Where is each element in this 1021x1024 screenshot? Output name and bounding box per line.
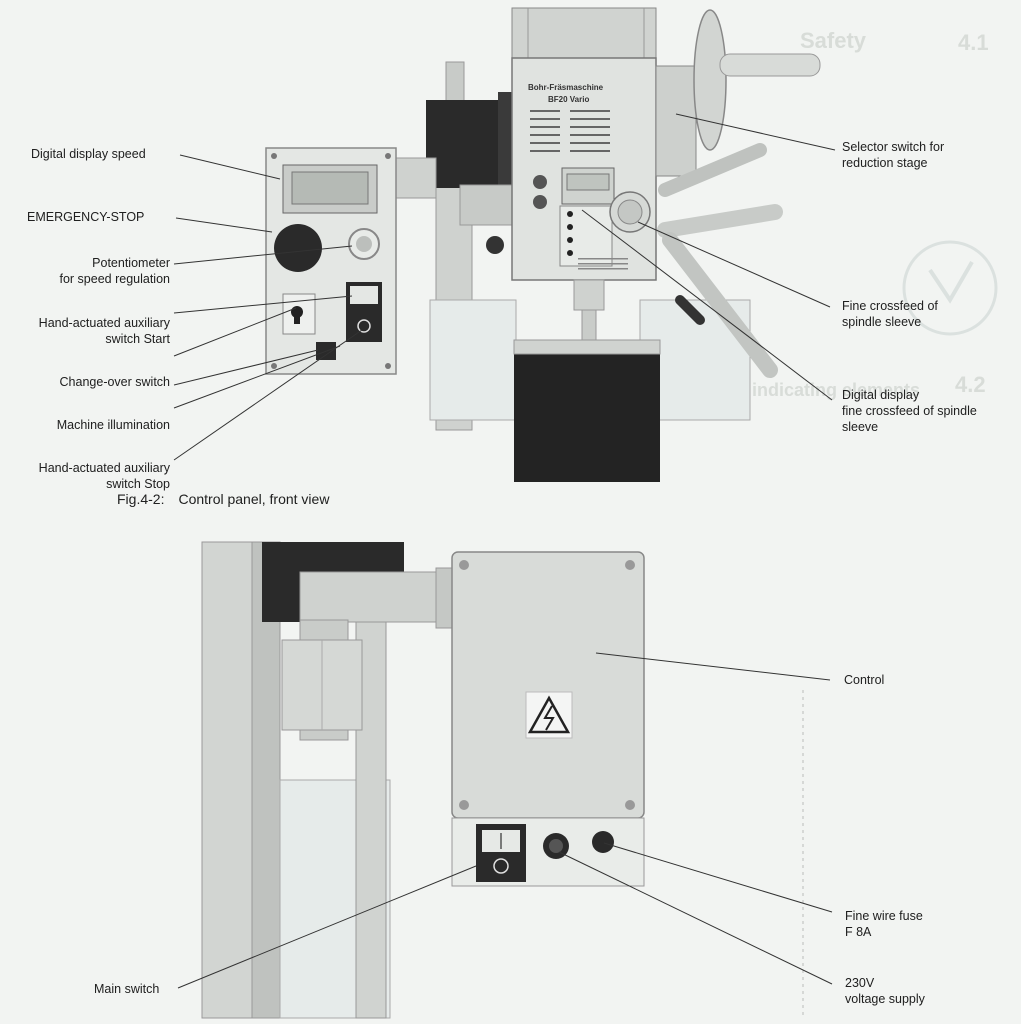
watermark-seal	[902, 240, 998, 336]
leader-lines	[173, 113, 836, 989]
label-machine-illumination: Machine illumination	[56, 418, 170, 432]
label-main-switch: Main switch	[94, 982, 160, 996]
front-view-machine: Bohr-Fräsmaschine BF20 Vario	[395, 7, 821, 482]
main-switch-icon	[476, 824, 526, 882]
label-digital-display-crossfeed: Digital display fine crossfeed of spindl…	[842, 388, 977, 434]
label-fine-wire-fuse: Fine wire fuse F 8A	[845, 909, 923, 939]
voltage-supply-socket-icon	[543, 833, 569, 859]
ghost-text: Safety	[800, 28, 867, 53]
label-selector-switch: Selector switch for reduction stage	[842, 140, 945, 170]
figure-number: Fig.4-2:	[117, 491, 165, 507]
label-voltage-supply: 230V voltage supply	[845, 976, 925, 1006]
label-fine-crossfeed: Fine crossfeed of spindle sleeve	[842, 299, 938, 329]
plate-model: BF20 Vario	[548, 95, 589, 104]
rear-view-machine	[201, 541, 804, 1019]
label-aux-switch-stop: Hand-actuated auxiliary switch Stop	[38, 461, 170, 491]
electrical-warning-icon	[525, 691, 573, 739]
label-digital-display-speed: Digital display speed	[31, 147, 146, 161]
fuse-holder-icon	[592, 831, 614, 853]
lever-handles	[657, 143, 783, 378]
label-aux-switch-start: Hand-actuated auxiliary switch Start	[38, 316, 170, 346]
figure-caption: Fig.4-2: Control panel, front view	[117, 491, 329, 507]
label-control: Control	[844, 673, 885, 687]
figure-title: Control panel, front view	[178, 491, 330, 507]
ghost-text: 4.2	[955, 372, 986, 397]
label-change-over-switch: Change-over switch	[59, 375, 170, 389]
ghost-text: 4.1	[958, 30, 989, 55]
plate-title: Bohr-Fräsmaschine	[528, 83, 604, 92]
label-potentiometer: Potentiometer for speed regulation	[59, 256, 171, 286]
label-emergency-stop: EMERGENCY-STOP	[27, 210, 145, 224]
front-control-panel	[265, 147, 397, 375]
